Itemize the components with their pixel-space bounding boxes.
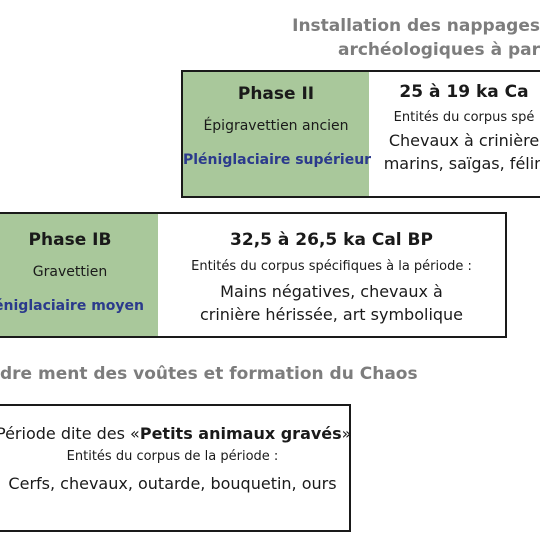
- phase-ib-info-panel: 32,5 à 26,5 ka Cal BP Entités du corpus …: [158, 214, 505, 336]
- phase-ii-period: Pléniglaciaire supérieur: [183, 152, 372, 168]
- phase-ii-culture: Épigravettien ancien: [203, 118, 349, 134]
- heading-installation: Installation des nappages archéologiques…: [240, 14, 540, 62]
- heading-installation-line1: Installation des nappages: [292, 16, 540, 36]
- phase-ib-dates: 32,5 à 26,5 ka Cal BP: [230, 230, 433, 250]
- petits-animaux-title-bold: Petits animaux gravés: [139, 424, 342, 443]
- petits-animaux-content: Cerfs, chevaux, outarde, bouquetin, ours: [8, 474, 337, 493]
- phase-ib-box: Phase IB Gravettien éniglaciaire moyen 3…: [0, 212, 507, 338]
- phase-ii-box: Phase II Épigravettien ancien Pléniglaci…: [181, 70, 540, 198]
- petits-animaux-box: Période dite des «Petits animaux gravés»…: [0, 404, 351, 532]
- petits-animaux-title: Période dite des «Petits animaux gravés»: [0, 424, 349, 443]
- phase-ib-label-panel: Phase IB Gravettien éniglaciaire moyen: [0, 214, 158, 336]
- phase-ib-content-line1: Mains négatives, chevaux à: [220, 282, 443, 301]
- phase-ib-corpus-intro: Entités du corpus spécifiques à la pério…: [191, 259, 472, 274]
- phase-ib-title: Phase IB: [28, 230, 112, 250]
- phase-ii-label-panel: Phase II Épigravettien ancien Pléniglaci…: [183, 72, 372, 196]
- petits-animaux-title-prefix: Période dite des «: [0, 424, 140, 443]
- heading-installation-line2: archéologiques à par: [338, 40, 540, 60]
- phase-ii-info-panel: 25 à 19 ka Ca Entités du corpus spé Chev…: [369, 72, 540, 196]
- phase-ii-dates: 25 à 19 ka Ca: [399, 82, 529, 102]
- phase-ib-content-line2: crinière hérissée, art symbolique: [199, 305, 464, 324]
- petits-animaux-corpus-intro: Entités du corpus de la période :: [66, 449, 279, 464]
- phase-ii-corpus-intro: Entités du corpus spé: [393, 110, 535, 125]
- petits-animaux-title-suffix: »: [341, 424, 351, 443]
- phase-ii-content-line1: Chevaux à crinière: [388, 131, 540, 150]
- heading-chaos: dre ment des voûtes et formation du Chao…: [0, 364, 418, 384]
- phase-ii-title: Phase II: [237, 84, 315, 104]
- phase-ib-period: éniglaciaire moyen: [0, 298, 144, 314]
- phase-ii-content-line2: marins, saïgas, félin: [383, 154, 540, 173]
- phase-ib-culture: Gravettien: [32, 264, 108, 280]
